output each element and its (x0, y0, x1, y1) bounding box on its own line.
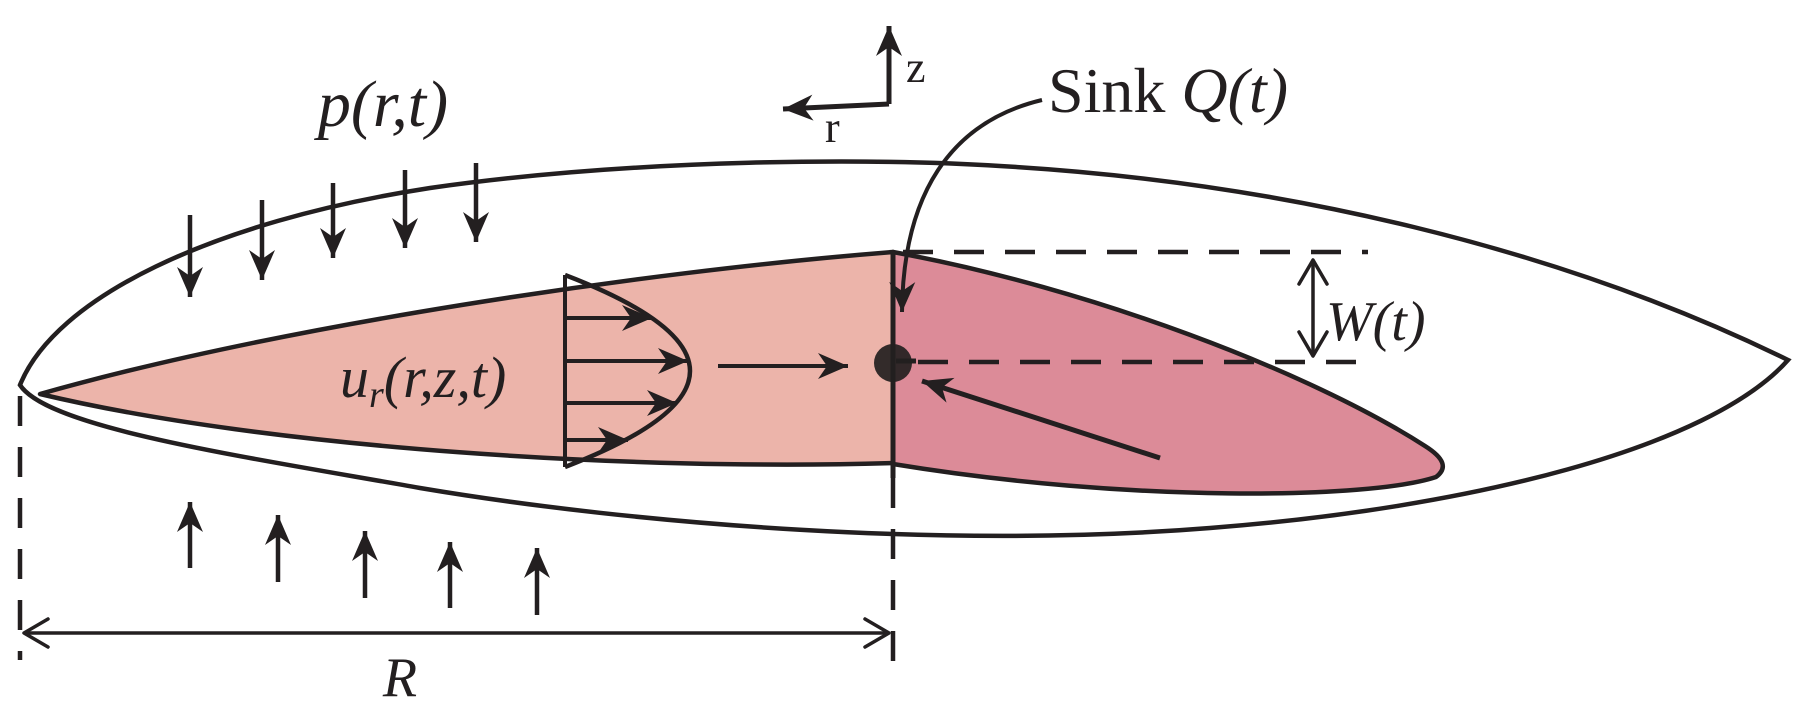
velocity-profile (563, 272, 692, 470)
r-axis-label: r (825, 103, 840, 152)
z-axis-label: z (906, 43, 926, 92)
velocity-label-args: (r,z,t) (384, 345, 506, 410)
pressure-arrows (177, 163, 489, 297)
sink-point (874, 344, 916, 386)
sink-dot (874, 344, 912, 382)
sink-leader-arrow (889, 98, 1043, 313)
coordinate-axes (782, 26, 902, 121)
flow-arrow-right-to-sink (921, 377, 1161, 461)
velocity-label: ur(r,z,t) (340, 345, 506, 416)
velocity-label-sub: r (369, 374, 384, 416)
gap-width-label: W(t) (1326, 291, 1426, 353)
r-axis-arrow (782, 94, 890, 121)
velocity-label-base: u (340, 345, 369, 410)
bottom-pressure-arrows (177, 502, 550, 615)
dashed-reference-lines (17, 249, 1368, 665)
pressure-label: p(r,t) (314, 68, 448, 141)
sink-label-math: Q(t) (1181, 55, 1288, 126)
radius-label: R (382, 647, 417, 709)
film-right-region (890, 249, 1446, 496)
sink-label-word: Sink (1048, 55, 1165, 126)
